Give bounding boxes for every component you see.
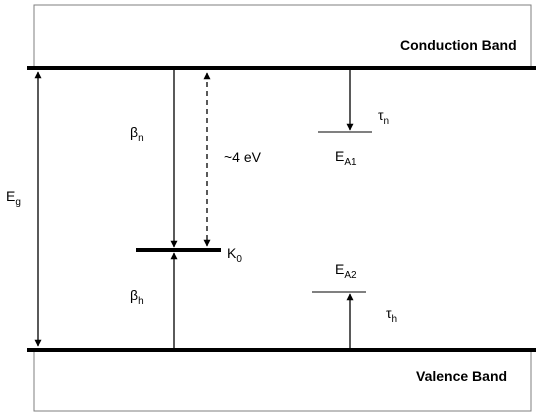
valence-band-label: Valence Band	[416, 368, 507, 384]
k0-main: K	[227, 245, 237, 261]
ea1-sub: A1	[344, 157, 357, 168]
beta-n-sub: n	[138, 133, 144, 144]
tau-n-sub: n	[384, 116, 390, 127]
beta-h-main: β	[130, 287, 138, 303]
beta-h-sub: h	[138, 296, 144, 307]
valence-band-box	[33, 349, 532, 412]
tau-h-label: τh	[386, 305, 397, 325]
tau-h-sub: h	[392, 314, 398, 325]
ea1-main: E	[335, 148, 344, 164]
ea2-label: EA2	[335, 261, 357, 281]
k0-label: K0	[227, 245, 242, 265]
gap-energy-label: ~4 eV	[224, 149, 262, 165]
conduction-band-label: Conduction Band	[400, 37, 517, 53]
eg-label: Eg	[6, 188, 21, 208]
beta-h-label: βh	[130, 287, 144, 307]
eg-main: E	[6, 188, 15, 204]
ea2-sub: A2	[344, 270, 357, 281]
beta-n-main: β	[130, 124, 138, 140]
beta-n-label: βn	[130, 124, 144, 144]
tau-n-label: τn	[378, 107, 389, 127]
tau-n-main: τ	[378, 107, 384, 123]
conduction-band-box	[33, 4, 532, 69]
eg-sub: g	[15, 197, 21, 208]
ea1-label: EA1	[335, 148, 357, 168]
ea2-main: E	[335, 261, 344, 277]
tau-h-main: τ	[386, 305, 392, 321]
k0-sub: 0	[236, 254, 242, 265]
